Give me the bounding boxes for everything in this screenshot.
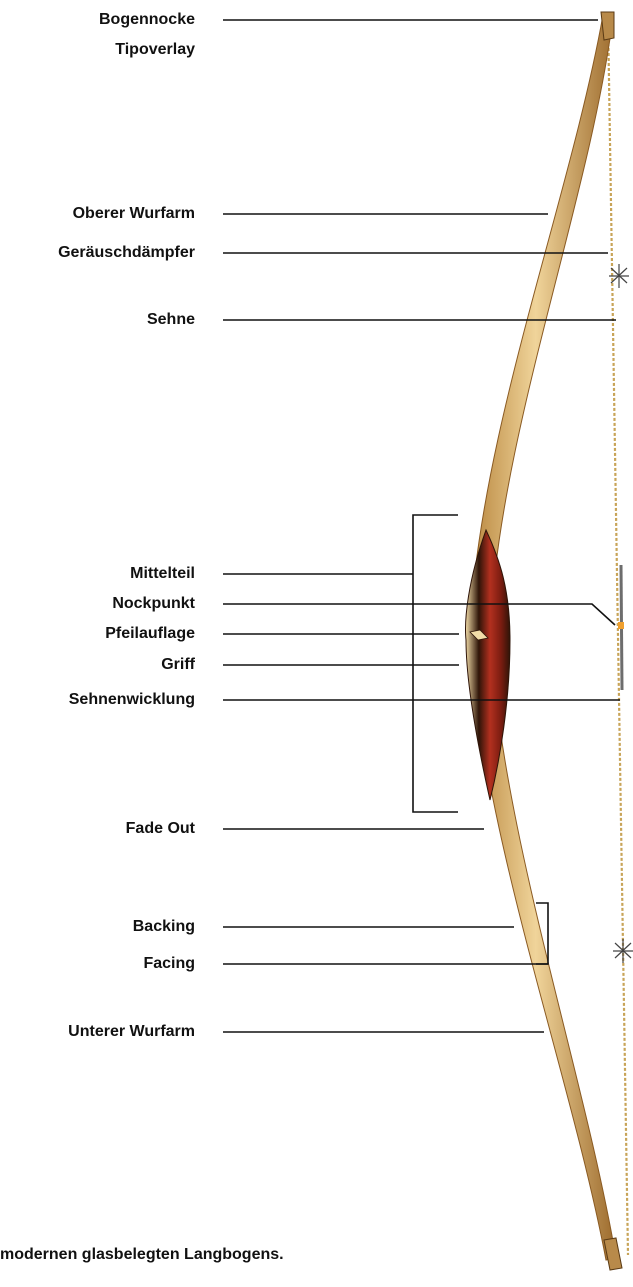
label-bogennocke: Bogennocke	[99, 10, 195, 29]
label-oberer-wurfarm: Oberer Wurfarm	[73, 204, 195, 223]
leader-nockpunkt	[223, 604, 615, 625]
label-nockpunkt: Nockpunkt	[112, 594, 195, 613]
label-sehne: Sehne	[147, 310, 195, 329]
label-sehnenwicklung: Sehnenwicklung	[69, 690, 195, 709]
figure-caption: modernen glasbelegten Langbogens.	[0, 1246, 284, 1264]
lower-silencer	[613, 939, 633, 963]
label-griff: Griff	[161, 655, 195, 674]
nocking-point	[618, 622, 624, 629]
label-mittelteil: Mittelteil	[130, 564, 195, 583]
bow-string	[608, 18, 628, 1255]
label-facing: Facing	[143, 954, 195, 973]
label-geraeuschdaempfer: Geräuschdämpfer	[58, 243, 195, 262]
label-backing: Backing	[133, 917, 195, 936]
label-tipoverlay: Tipoverlay	[115, 40, 195, 59]
label-pfeilauflage: Pfeilauflage	[105, 624, 195, 643]
label-fade-out: Fade Out	[126, 819, 195, 838]
label-unterer-wurfarm: Unterer Wurfarm	[68, 1022, 195, 1041]
mittelteil-bracket	[413, 515, 458, 812]
lower-tip-overlay	[604, 1238, 622, 1270]
